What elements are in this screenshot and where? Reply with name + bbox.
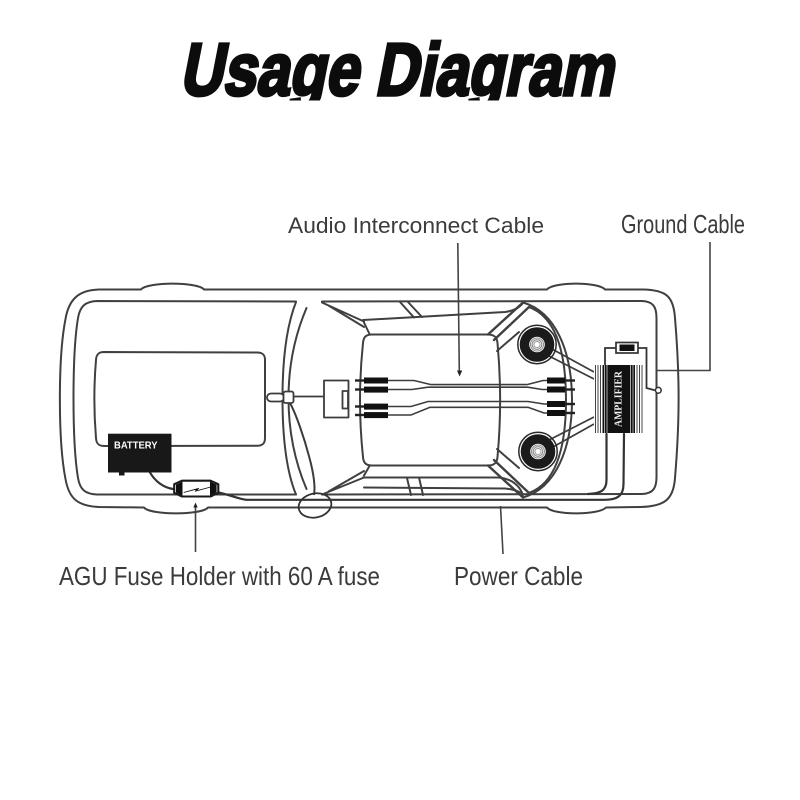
svg-text:Usage Diagram: Usage Diagram xyxy=(176,30,625,112)
svg-text:AGU Fuse Holder with 60 A fuse: AGU Fuse Holder with 60 A fuse xyxy=(59,561,380,591)
svg-text:Ground Cable: Ground Cable xyxy=(621,209,745,239)
svg-text:AMPLIFIER: AMPLIFIER xyxy=(614,371,625,427)
svg-text:BATTERY: BATTERY xyxy=(114,441,158,452)
svg-text:Audio Interconnect Cable: Audio Interconnect Cable xyxy=(288,213,544,238)
svg-text:Power Cable: Power Cable xyxy=(454,561,583,591)
